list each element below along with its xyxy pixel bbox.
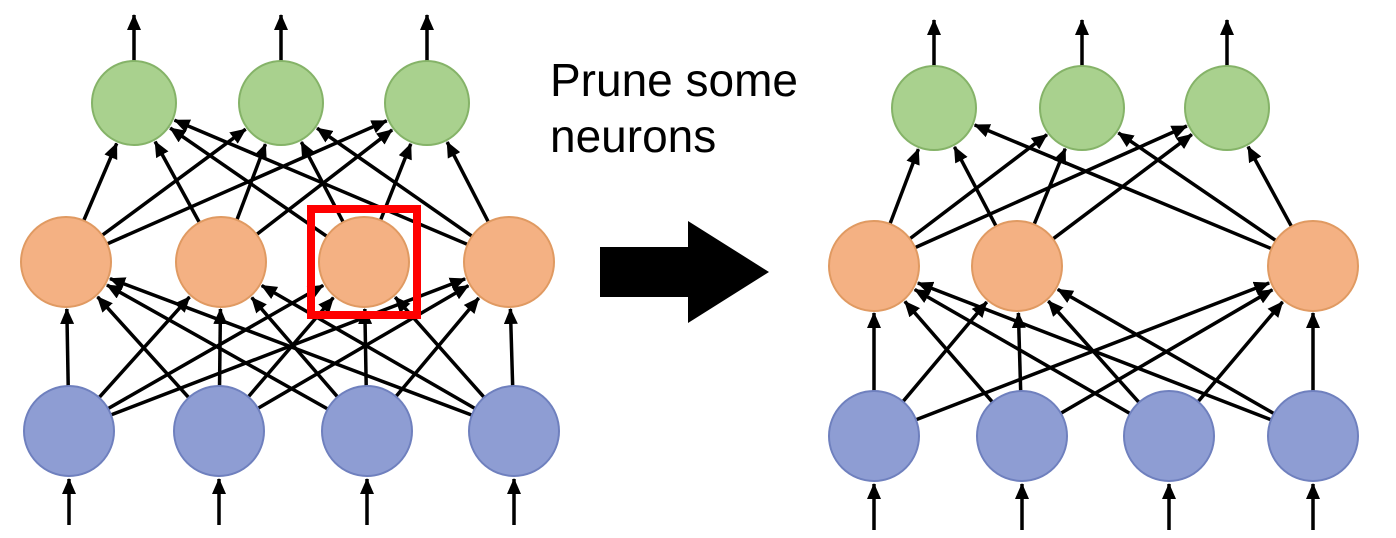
input-neuron	[1123, 390, 1215, 482]
connection-edge	[908, 133, 1049, 241]
connection-edge	[916, 281, 1272, 422]
connection-edge	[101, 127, 247, 237]
prune-caption-line1: Prune some	[550, 54, 799, 106]
prune-block-arrow-icon	[600, 221, 769, 323]
hidden-neuron	[463, 216, 555, 308]
hidden-neuron	[318, 216, 410, 308]
hidden-neuron	[1267, 220, 1359, 312]
connection-edge	[106, 283, 329, 411]
hidden-neuron	[20, 216, 112, 308]
connection-edge	[1056, 287, 1275, 416]
pruned-neuron-highlight-box	[307, 205, 421, 319]
connection-edge	[358, 307, 373, 387]
network-before	[20, 14, 560, 525]
connection-edge	[503, 307, 518, 387]
hidden-neuron	[175, 216, 267, 308]
output-neuron	[384, 60, 470, 146]
hidden-neuron	[971, 220, 1063, 312]
connection-edge	[60, 307, 75, 387]
network-after	[828, 19, 1359, 530]
output-neuron	[238, 60, 324, 146]
connection-edge	[169, 126, 328, 238]
prune-caption-line2: neurons	[550, 110, 717, 162]
prune-caption: Prune some neurons	[550, 52, 798, 164]
connection-edge	[903, 300, 994, 404]
input-neuron	[828, 390, 920, 482]
connection-edge	[1196, 300, 1284, 403]
input-neuron	[1267, 390, 1359, 482]
connection-edge	[901, 300, 989, 403]
hidden-neuron	[828, 220, 920, 312]
connection-edge	[1246, 145, 1294, 228]
connection-edge	[973, 123, 1273, 251]
input-neuron	[976, 390, 1068, 482]
connection-edge	[1117, 131, 1277, 243]
input-neuron	[321, 385, 413, 477]
connection-edge	[96, 295, 191, 399]
connection-edge	[913, 287, 1131, 416]
connection-edge	[952, 146, 998, 227]
connection-edge	[260, 283, 476, 411]
output-neuron	[1039, 65, 1125, 151]
input-neuron	[173, 385, 265, 477]
connection-edge	[1011, 311, 1026, 392]
input-neuron	[23, 385, 115, 477]
connection-edge	[888, 148, 921, 225]
output-neuron	[1184, 65, 1270, 151]
output-neuron	[91, 60, 177, 146]
output-neuron	[891, 65, 977, 151]
connection-edge	[82, 142, 119, 222]
connection-edge	[153, 140, 201, 224]
connection-edge	[316, 126, 474, 238]
connection-edge	[445, 141, 490, 223]
input-neuron	[468, 385, 560, 477]
connection-edge	[109, 276, 473, 417]
